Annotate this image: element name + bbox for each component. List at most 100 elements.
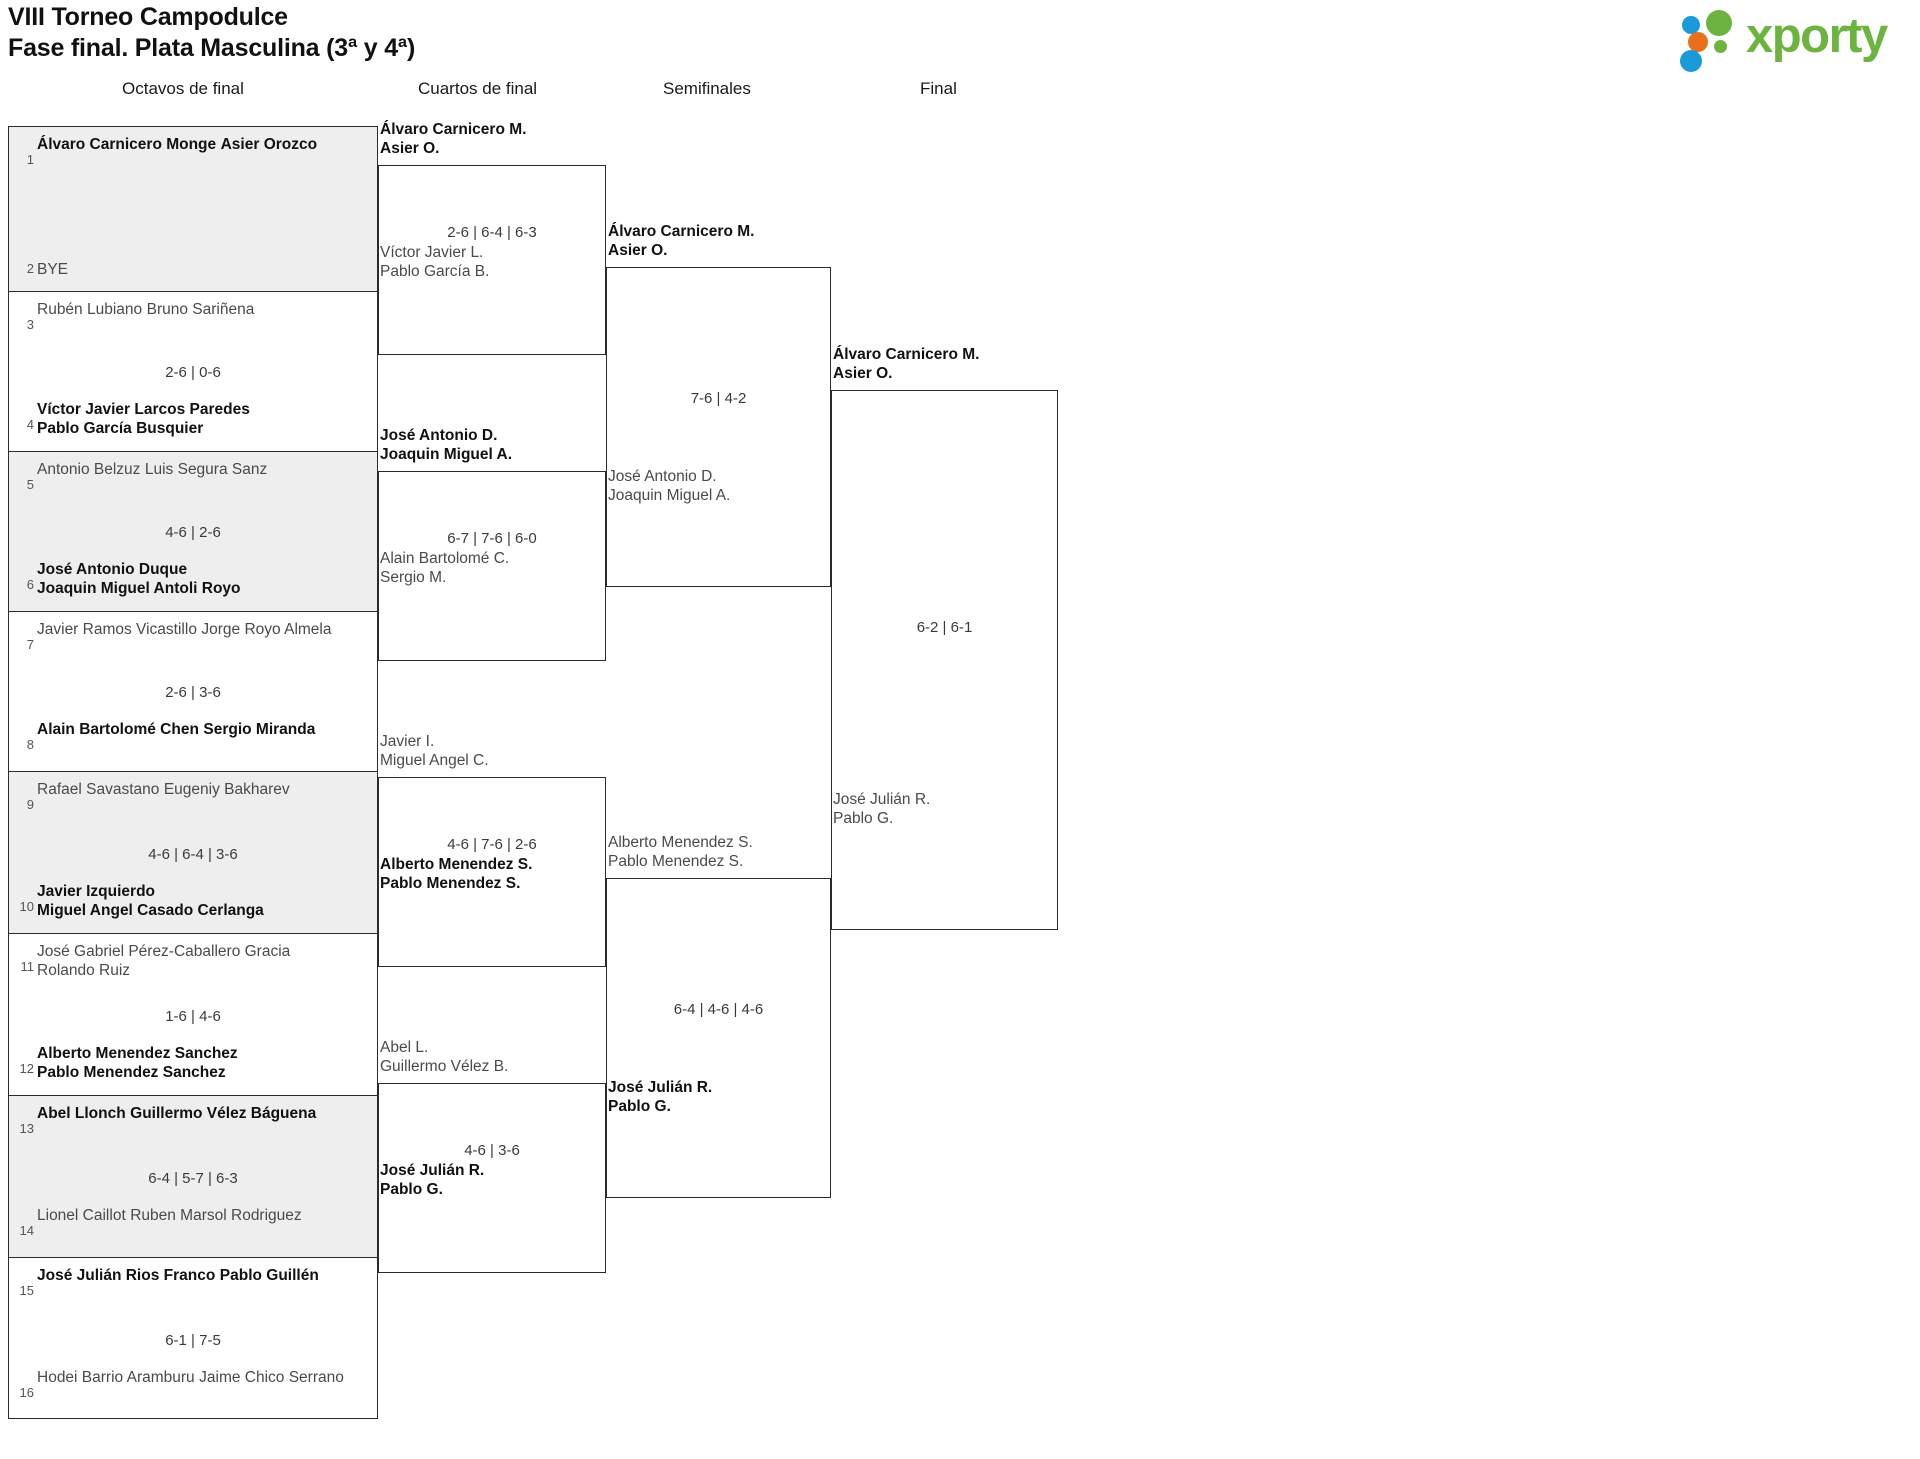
seed-number: 5 xyxy=(26,477,34,492)
round-header-cuartos: Cuartos de final xyxy=(418,79,538,98)
r3-match-2-bottom-team: José Julián R. Pablo G. xyxy=(608,1079,713,1115)
r1-slot-bottom: 16 Hodei Barrio Aramburu Jaime Chico Ser… xyxy=(9,1366,377,1408)
logo-dot-green-small xyxy=(1714,40,1727,53)
team-name: José Antonio Duque Joaquin Miguel Antoli… xyxy=(37,561,241,597)
r1-match-3[interactable]: 5 Antonio Belzuz Luis Segura Sanz 4-6 | … xyxy=(8,451,378,611)
xporty-logo[interactable]: xporty xyxy=(1680,8,1908,72)
seed-number: 9 xyxy=(26,797,34,812)
r2-score: 4-6 | 3-6 xyxy=(464,1142,520,1159)
r2-match-1-top-team: Álvaro Carnicero M. Asier O. xyxy=(380,121,527,157)
round-header-octavos: Octavos de final xyxy=(122,79,244,98)
round-header-semifinal: Semifinales xyxy=(663,79,751,98)
team-name: Javier Ramos Vicastillo Jorge Royo Almel… xyxy=(37,621,332,638)
r2-match-4-bottom-team: José Julián R. Pablo G. xyxy=(380,1162,485,1198)
seed-number: 12 xyxy=(19,1061,34,1076)
r1-match-8[interactable]: 15 José Julián Rios Franco Pablo Guillén… xyxy=(8,1257,378,1419)
r1-match-7[interactable]: 13 Abel Llonch Guillermo Vélez Báguena 6… xyxy=(8,1095,378,1257)
seed-number: 6 xyxy=(26,577,34,592)
seed-number: 7 xyxy=(26,637,34,652)
r4-match-1-bottom-team: José Julián R. Pablo G. xyxy=(833,791,931,827)
seed-number: 2 xyxy=(26,261,34,276)
seed-number: 15 xyxy=(19,1283,34,1298)
tournament-title: VIII Torneo Campodulce xyxy=(8,3,288,31)
r3-match-1-box[interactable]: 7-6 | 4-2 xyxy=(606,267,831,587)
team-name: Rafael Savastano Eugeniy Bakharev xyxy=(37,781,290,798)
logo-dot-blue-bottom xyxy=(1680,50,1702,72)
team-name: Rubén Lubiano Bruno Sariñena xyxy=(37,301,255,318)
logo-dot-green-big xyxy=(1706,10,1732,36)
r3-match-2-box[interactable]: 6-4 | 4-6 | 4-6 xyxy=(606,878,831,1198)
r1-slot-top: 1 Álvaro Carnicero Monge Asier Orozco xyxy=(9,133,377,175)
bracket-canvas: 1 Álvaro Carnicero Monge Asier Orozco 2 … xyxy=(0,100,1920,1459)
team-name: BYE xyxy=(37,261,69,278)
r1-slot-bottom: 8 Alain Bartolomé Chen Sergio Miranda xyxy=(9,718,377,760)
seed-number: 11 xyxy=(20,959,35,974)
r2-match-1-bottom-team: Víctor Javier L. Pablo García B. xyxy=(380,244,490,280)
team-name: Álvaro Carnicero Monge Asier Orozco xyxy=(37,136,318,153)
r1-match-1[interactable]: 1 Álvaro Carnicero Monge Asier Orozco 2 … xyxy=(8,126,378,291)
r1-score: 4-6 | 6-4 | 3-6 xyxy=(148,846,238,863)
team-name: Víctor Javier Larcos Paredes Pablo Garcí… xyxy=(37,401,250,437)
r1-slot-top: 13 Abel Llonch Guillermo Vélez Báguena xyxy=(9,1102,377,1144)
r3-score: 6-4 | 4-6 | 4-6 xyxy=(673,1001,764,1018)
team-name: Alain Bartolomé Chen Sergio Miranda xyxy=(37,721,316,738)
seed-number: 16 xyxy=(19,1385,34,1400)
r2-match-4-box[interactable]: 4-6 | 3-6 xyxy=(378,1083,606,1273)
r2-score: 6-7 | 7-6 | 6-0 xyxy=(447,530,537,547)
team-name: José Julián Rios Franco Pablo Guillén xyxy=(37,1267,319,1284)
r1-slot-top: 7 Javier Ramos Vicastillo Jorge Royo Alm… xyxy=(9,618,377,660)
r1-match-5[interactable]: 9 Rafael Savastano Eugeniy Bakharev 4-6 … xyxy=(8,771,378,933)
r1-slot-top: 9 Rafael Savastano Eugeniy Bakharev xyxy=(9,778,377,820)
r2-match-2-top-team: José Antonio D. Joaquin Miguel A. xyxy=(380,427,513,463)
logo-dot-orange xyxy=(1688,32,1708,52)
r1-match-4[interactable]: 7 Javier Ramos Vicastillo Jorge Royo Alm… xyxy=(8,611,378,771)
r1-match-6[interactable]: 11 José Gabriel Pérez-Caballero Gracia R… xyxy=(8,933,378,1095)
r1-match-2[interactable]: 3 Rubén Lubiano Bruno Sariñena 2-6 | 0-6… xyxy=(8,291,378,451)
r1-score: 2-6 | 3-6 xyxy=(165,684,221,701)
r4-match-1-top-team: Álvaro Carnicero M. Asier O. xyxy=(833,346,980,382)
r1-slot-bottom: 12 Alberto Menendez Sanchez Pablo Menend… xyxy=(9,1042,377,1084)
r4-match-1-box[interactable]: 6-2 | 6-1 xyxy=(831,390,1058,930)
team-name: Alberto Menendez Sanchez Pablo Menendez … xyxy=(37,1045,238,1081)
title-block: VIII Torneo Campodulce Fase final. Plata… xyxy=(8,2,415,64)
seed-number: 4 xyxy=(26,417,34,432)
logo-dot-blue-top xyxy=(1682,16,1700,34)
r1-slot-bottom: 4 Víctor Javier Larcos Paredes Pablo Gar… xyxy=(9,398,377,440)
team-name: Lionel Caillot Ruben Marsol Rodriguez xyxy=(37,1207,302,1224)
seed-number: 8 xyxy=(26,737,34,752)
r1-score: 6-4 | 5-7 | 6-3 xyxy=(148,1170,238,1187)
seed-number: 14 xyxy=(19,1223,34,1238)
r1-slot-top: 5 Antonio Belzuz Luis Segura Sanz xyxy=(9,458,377,500)
r2-score: 2-6 | 6-4 | 6-3 xyxy=(447,224,537,241)
team-name: Javier Izquierdo Miguel Angel Casado Cer… xyxy=(37,883,264,919)
page-header: VIII Torneo Campodulce Fase final. Plata… xyxy=(0,0,1920,80)
r1-slot-bottom: 10 Javier Izquierdo Miguel Angel Casado … xyxy=(9,880,377,922)
r1-score: 2-6 | 0-6 xyxy=(165,364,221,381)
r1-score: 6-1 | 7-5 xyxy=(165,1332,221,1349)
r4-score: 6-2 | 6-1 xyxy=(916,619,973,636)
seed-number: 3 xyxy=(26,317,34,332)
r2-match-4-top-team: Abel L. Guillermo Vélez B. xyxy=(380,1039,509,1075)
r2-match-3-top-team: Javier I. Miguel Angel C. xyxy=(380,733,489,769)
r2-match-1-box[interactable]: 2-6 | 6-4 | 6-3 xyxy=(378,165,606,355)
r3-match-1-top-team: Álvaro Carnicero M. Asier O. xyxy=(608,223,755,259)
r1-slot-top: 15 José Julián Rios Franco Pablo Guillén xyxy=(9,1264,377,1306)
r2-match-3-box[interactable]: 4-6 | 7-6 | 2-6 xyxy=(378,777,606,967)
seed-number: 13 xyxy=(19,1121,34,1136)
seed-number: 1 xyxy=(26,152,34,167)
r1-slot-top: 3 Rubén Lubiano Bruno Sariñena xyxy=(9,298,377,340)
logo-wordmark: xporty xyxy=(1746,9,1888,63)
r2-score: 4-6 | 7-6 | 2-6 xyxy=(447,836,537,853)
logo-dots xyxy=(1680,10,1752,72)
tournament-subtitle: Fase final. Plata Masculina (3ª y 4ª) xyxy=(8,34,416,62)
seed-number: 10 xyxy=(19,899,34,914)
round-header-final: Final xyxy=(920,79,957,98)
r1-score: 4-6 | 2-6 xyxy=(165,524,221,541)
r3-match-1-bottom-team: José Antonio D. Joaquin Miguel A. xyxy=(608,468,731,504)
team-name: Antonio Belzuz Luis Segura Sanz xyxy=(37,461,268,478)
r1-slot-top: 11 José Gabriel Pérez-Caballero Gracia R… xyxy=(9,940,377,982)
r2-match-2-bottom-team: Alain Bartolomé C. Sergio M. xyxy=(380,550,510,586)
r1-score: 1-6 | 4-6 xyxy=(165,1008,221,1025)
r2-match-2-box[interactable]: 6-7 | 7-6 | 6-0 xyxy=(378,471,606,661)
team-name: Hodei Barrio Aramburu Jaime Chico Serran… xyxy=(37,1369,344,1386)
